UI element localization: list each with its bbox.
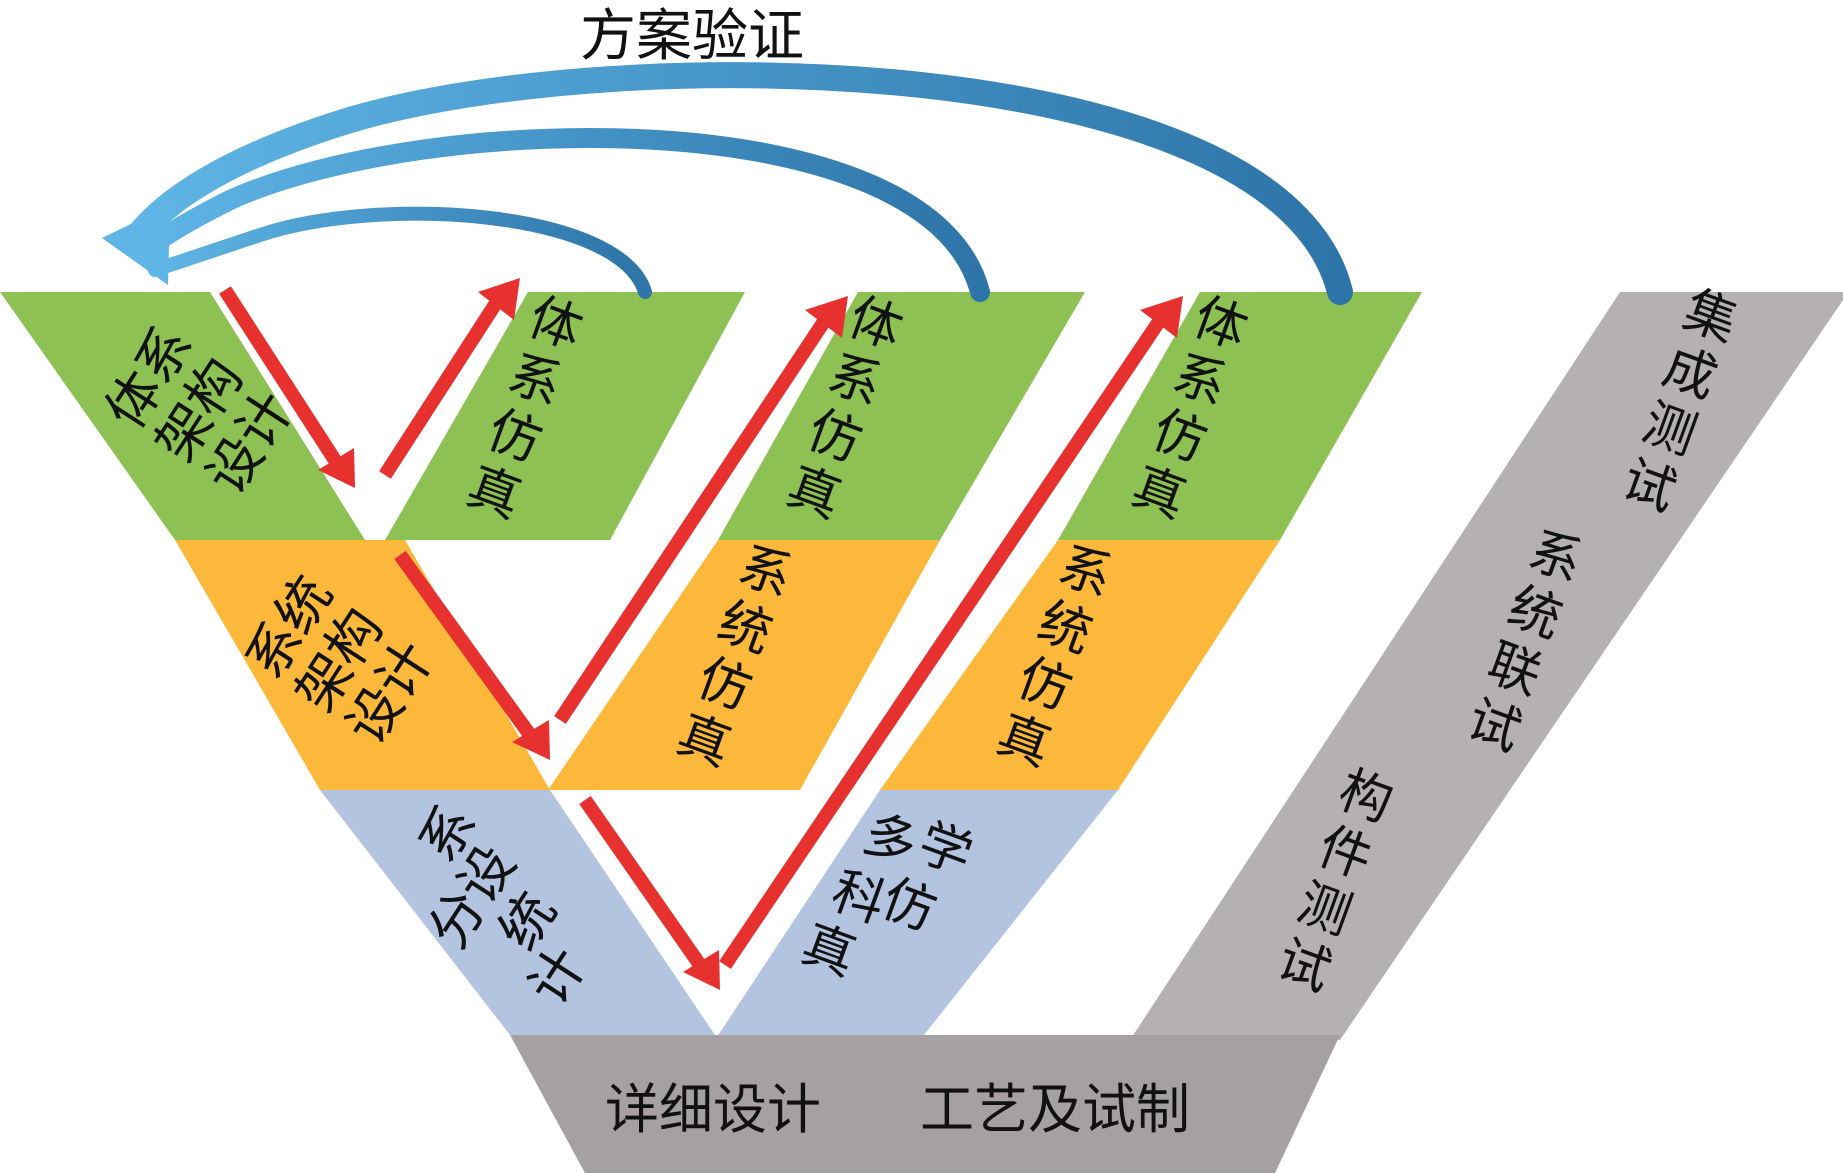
detail-design-label: 详细设计 [605,1078,821,1141]
process-arrows [219,278,1183,990]
arc-outer [122,62,1353,305]
sim-col3-bottom-band [715,790,1118,1040]
integration-band [1130,292,1843,1040]
system-arch-design-band [0,292,365,540]
arc-arrowhead [102,205,170,285]
sim-col1-band [385,292,745,540]
component-design-band [320,790,715,1035]
arc-middle [135,127,990,302]
sim-col2-mid-band [548,540,940,790]
diagram-title: 方案验证 [580,4,804,69]
sim-col2-top-band [718,292,1085,540]
subsystem-arch-design-band [175,540,550,790]
sim-col3-top-band [1058,292,1422,540]
process-prototype-label: 工艺及试制 [920,1078,1190,1141]
arc-inner [148,206,652,299]
detail-design-band [510,1035,1340,1173]
sim-col3-mid-band [880,540,1280,790]
verification-arcs [102,62,1353,305]
